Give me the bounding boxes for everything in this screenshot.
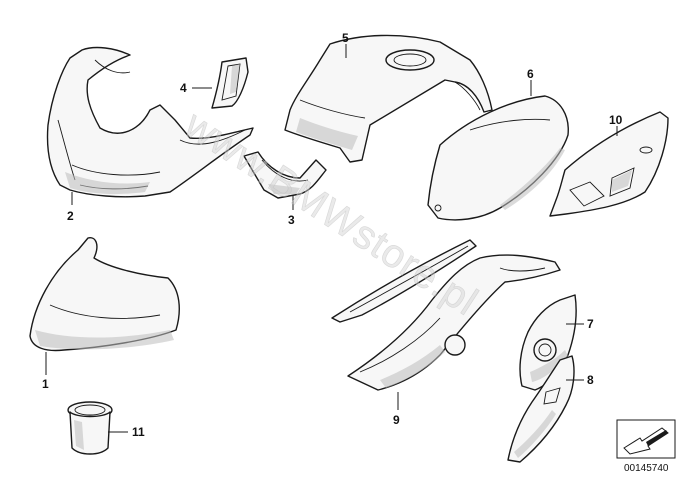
part-6-side-panel[interactable]	[427, 95, 569, 221]
part-4-bracket[interactable]	[211, 57, 249, 109]
part-3-lower-cover[interactable]	[243, 151, 327, 199]
callout-10: 10	[609, 113, 623, 127]
part-1-windscreen-cowl[interactable]	[29, 237, 180, 352]
callout-labels: 2 4 3 5 6 10 1 11 9 7 8	[42, 31, 623, 439]
callout-3: 3	[288, 213, 295, 227]
part-10-rear-cover[interactable]	[549, 111, 669, 217]
callout-2: 2	[67, 209, 74, 223]
part-11-grommet[interactable]	[67, 401, 113, 455]
callout-9: 9	[393, 413, 400, 427]
part-6-strip[interactable]	[331, 239, 477, 323]
callout-7: 7	[587, 317, 594, 331]
leader-lines	[45, 44, 618, 433]
part-7-inner-cover[interactable]	[519, 294, 577, 391]
callout-8: 8	[587, 373, 594, 387]
part-5-tank-cover[interactable]	[284, 34, 493, 163]
callout-5: 5	[342, 31, 349, 45]
callout-11: 11	[132, 425, 145, 439]
arrow-to-box-icon	[616, 419, 676, 459]
callout-4: 4	[180, 81, 187, 95]
part-8-lower-panel[interactable]	[507, 355, 575, 463]
part-9-lower-fairing[interactable]	[347, 254, 561, 391]
callout-6: 6	[527, 67, 534, 81]
diagram-code: 00145740	[624, 463, 669, 474]
part-2-front-fairing[interactable]	[46, 46, 254, 198]
callout-1: 1	[42, 377, 49, 391]
